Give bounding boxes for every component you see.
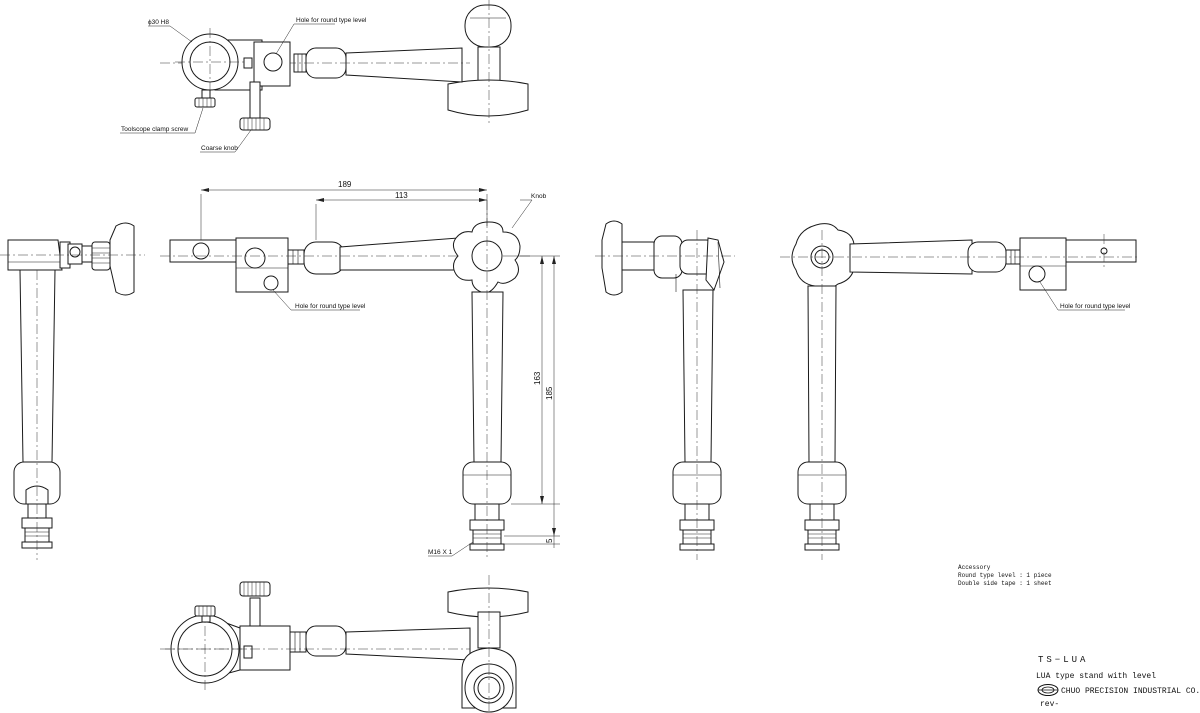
front-hole-label: Hole for round type level <box>295 303 366 310</box>
clamp-screw-label: Toolscope clamp screw <box>121 126 188 133</box>
drawing-description: LUA type stand with level <box>1036 672 1156 681</box>
dim-189: 189 <box>338 180 352 189</box>
left-view <box>0 222 145 560</box>
company-logo <box>1037 684 1059 696</box>
top-view <box>120 0 529 153</box>
bottom-view <box>160 575 529 713</box>
accessory-line1: Round type level : 1 piece <box>958 572 1052 579</box>
dim-5: 5 <box>545 538 554 543</box>
front-view <box>160 188 560 560</box>
company-name: CHUO PRECISION INDUSTRIAL CO.,LTD. <box>1061 687 1200 696</box>
revision: rev- <box>1040 700 1059 709</box>
accessory-line2: Double side tape : 1 sheet <box>958 580 1052 587</box>
right-view <box>780 223 1140 560</box>
coarse-knob-label: Coarse knob <box>201 145 238 152</box>
accessory-title: Accessory <box>958 564 991 571</box>
thread-label: M16 X 1 <box>428 549 453 556</box>
right-hole-label: Hole for round type level <box>1060 303 1131 310</box>
dim-163: 163 <box>533 371 542 385</box>
phi30-label: ϕ30 H8 <box>148 19 169 26</box>
knob-label: Knob <box>531 193 547 200</box>
top-hole-label: Hole for round type level <box>296 17 367 24</box>
dim-185: 185 <box>545 386 554 400</box>
model-number: TS−LUA <box>1038 655 1088 665</box>
dim-113: 113 <box>395 191 408 200</box>
rear-view <box>595 220 735 560</box>
